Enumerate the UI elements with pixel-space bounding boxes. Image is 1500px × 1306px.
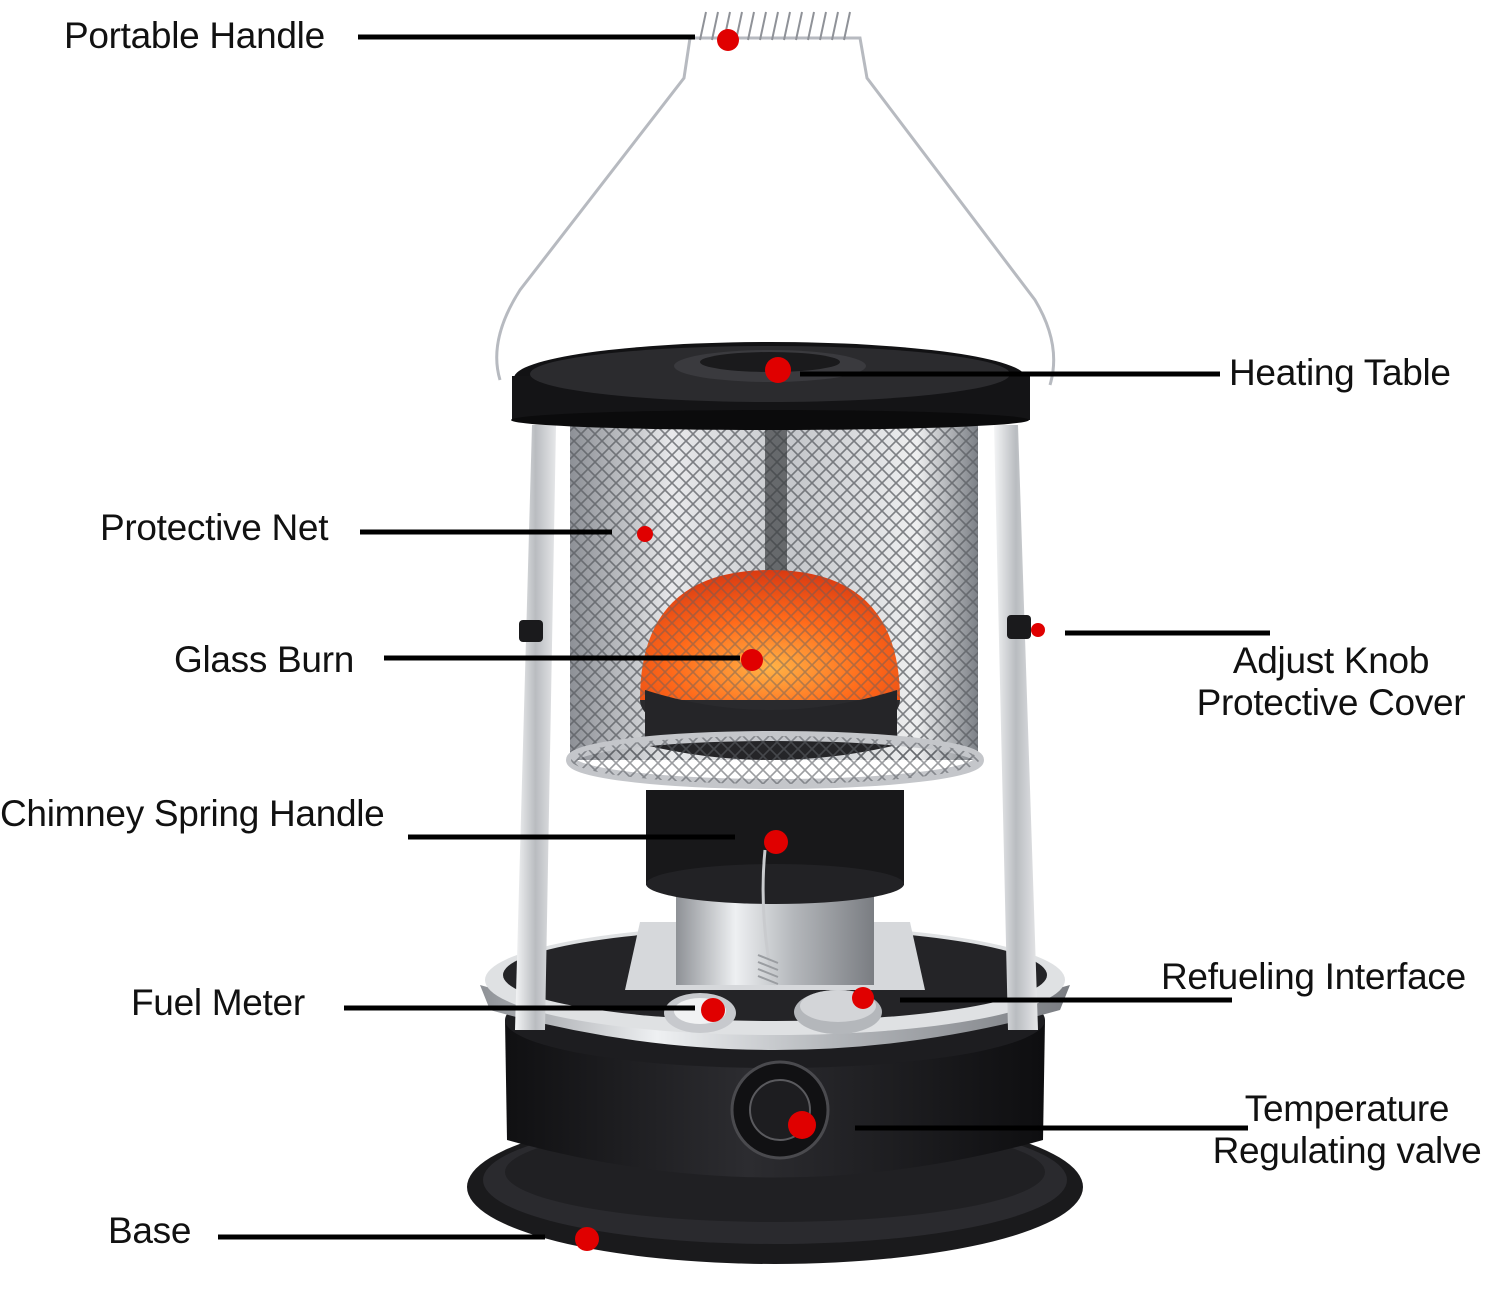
label-temperature-regulating-valve: Temperature Regulating valve — [1196, 1088, 1498, 1172]
label-base: Base — [108, 1210, 192, 1251]
heating-table-top — [511, 342, 1030, 430]
label-protective-net: Protective Net — [100, 507, 329, 548]
label-temperature-line2: Regulating valve — [1212, 1130, 1482, 1171]
dot-base — [575, 1227, 599, 1251]
dot-temperature-valve — [788, 1111, 816, 1139]
label-chimney-spring-handle: Chimney Spring Handle — [0, 793, 385, 834]
label-portable-handle: Portable Handle — [64, 15, 325, 56]
label-refueling-interface: Refueling Interface — [1161, 956, 1466, 997]
dot-chimney-spring-handle — [764, 830, 788, 854]
dot-glass-burn — [741, 649, 763, 671]
temperature-knob — [730, 1060, 830, 1160]
label-adjust-knob-line1: Adjust Knob — [1232, 640, 1430, 681]
leader-lines — [218, 34, 1270, 1240]
dot-refueling-interface — [852, 987, 874, 1009]
protective-net-cylinder — [566, 420, 984, 789]
label-fuel-meter: Fuel Meter — [131, 982, 305, 1023]
dot-heating-table — [765, 357, 791, 383]
label-adjust-knob-line2: Protective Cover — [1196, 682, 1466, 723]
dot-portable-handle — [717, 29, 739, 51]
dot-adjust-knob — [1031, 623, 1045, 637]
support-legs — [515, 425, 1038, 1030]
label-adjust-knob-protective-cover: Adjust Knob Protective Cover — [1182, 640, 1480, 724]
label-temperature-line1: Temperature — [1244, 1088, 1450, 1129]
dot-fuel-meter — [701, 998, 725, 1022]
dot-protective-net — [637, 526, 653, 542]
marker-dots — [575, 29, 1045, 1251]
label-glass-burn: Glass Burn — [174, 639, 355, 680]
handle-wire — [495, 11, 1056, 386]
label-heating-table: Heating Table — [1229, 352, 1451, 393]
